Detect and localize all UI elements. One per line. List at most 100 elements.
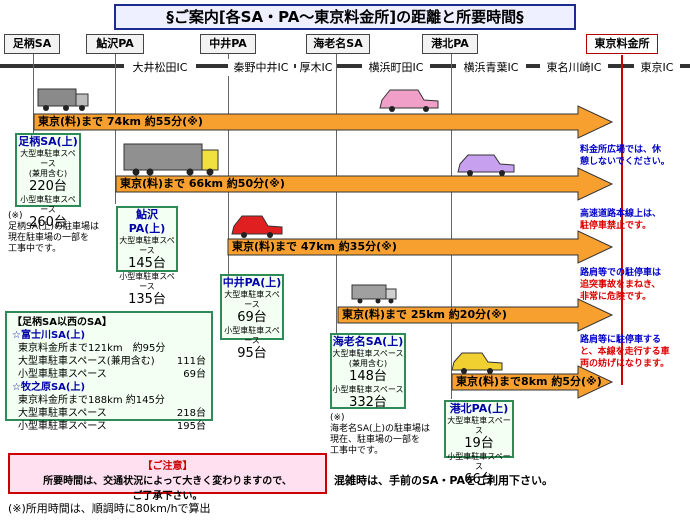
note-line: 現在、駐車場の一部を: [330, 435, 421, 445]
fujikawa-large-row: 大型車駐車スペース(兼用含む) 111台: [12, 355, 206, 368]
small-space-count: 260台: [29, 215, 67, 230]
row-count: 195台: [176, 421, 206, 432]
stop-ashigara-sa: 足柄SA: [4, 34, 60, 54]
small-space-label: 小型車駐車スペース: [20, 195, 76, 214]
stop-ayusawa-pa: 鮎沢PA: [86, 34, 144, 54]
car-icon-3: [231, 215, 283, 238]
large-space-label: 大型車駐車スペース: [332, 349, 404, 358]
note-line: 工事中です。: [8, 244, 62, 254]
route-arrow-4: [337, 298, 614, 332]
caution-line: 所要時間は、交通状況によって大きく変わりますので、: [43, 476, 292, 487]
fujikawa-sa-name: ☆富士川SA(上): [12, 330, 86, 341]
warning-line: 駐停車禁止です。: [580, 221, 652, 231]
stop-ebina-sa: 海老名SA: [306, 34, 370, 54]
stop-nakai-pa: 中井PA: [200, 34, 256, 54]
truck-icon-1: [37, 88, 89, 111]
sa-name: 港北PA(上): [449, 402, 509, 415]
warning-line: 憩しないでください。: [580, 157, 670, 167]
warning-line: 路肩等に駐停車する: [580, 335, 662, 345]
stop-tick-nakai: [228, 54, 229, 284]
route-label-1: 東京(料)まで 74km 約55分(※): [38, 115, 203, 128]
page-title: §ご案内[各SA・PA～東京料金所]の距離と所要時間§: [114, 4, 576, 30]
west-sa-list: 【足柄SA以西のSA】 ☆富士川SA(上) 東京料金所まで121km 約95分 …: [5, 311, 213, 432]
small-space-label: 小型車駐車スペース: [119, 272, 175, 291]
row-label: 大型車駐車スペース: [18, 408, 107, 419]
truck-icon-2: [123, 143, 219, 176]
large-space-label: 大型車駐車スペース: [119, 236, 175, 255]
warning-shoulder-danger: 路肩等での駐停車は 追突事故をまねき、 非常に危険です。: [580, 267, 688, 303]
route-label-2: 東京(料)まで 66km 約50分(※): [120, 177, 285, 190]
route-arrow-5: [451, 365, 614, 399]
caution-box: 【ご注意】 所要時間は、交通状況によって大きく変わりますので、 ご了承下さい。: [8, 453, 327, 502]
stop-kohoku-pa: 港北PA: [422, 34, 478, 54]
route-label-3: 東京(料)まで 47km 約35分(※): [232, 240, 397, 253]
small-space-count: 95台: [237, 346, 267, 361]
makinohara-distance: 東京料金所まで188km 約145分: [18, 395, 165, 406]
large-space-count: 145台: [128, 256, 166, 271]
large-space-count: 220台: [29, 179, 67, 194]
large-space-count: 148台: [349, 369, 387, 384]
small-space-label: 小型車駐車スペース: [224, 326, 280, 345]
row-label: 小型車駐車スペース: [18, 421, 107, 432]
ic-tokyo: 東京IC: [634, 59, 680, 76]
large-space-count: 19台: [464, 436, 494, 451]
large-space-label: 大型車駐車スペース: [20, 149, 76, 168]
warning-line: 両の妨げになります。: [580, 359, 670, 369]
ic-yokohamamachida: 横浜町田IC: [362, 59, 430, 76]
row-label: 大型車駐車スペース(兼用含む): [18, 356, 155, 367]
warning-line: 路肩等での駐停車は: [580, 268, 662, 278]
footer-note: (※)所用時間は、順調時に80km/hで算出: [8, 502, 211, 515]
ic-tomeikawasaki: 東名川崎IC: [540, 59, 608, 76]
small-space-count: 332台: [349, 395, 387, 410]
caution-title: 【ご注意】: [142, 461, 193, 472]
note-line: 足柄SA(上)の駐車場は: [8, 222, 100, 232]
crowded-note: 混雑時は、手前のSA・PAをご利用下さい。: [334, 474, 553, 487]
ic-atsugi: 厚木IC: [296, 59, 336, 76]
ashigara-construction-note: (※) 足柄SA(上)の駐車場は 現在駐車場の一部を 工事中です。: [8, 211, 108, 255]
warning-line: 高速道路本線上は、: [580, 209, 662, 219]
ic-hadanonakai: 秦野中井IC: [228, 59, 294, 76]
ic-oimatsuda: 大井松田IC: [124, 59, 196, 76]
note-line: 工事中です。: [330, 446, 384, 456]
fujikawa-distance: 東京料金所まで121km 約95分: [18, 343, 166, 354]
sa-name: 中井PA(上): [222, 276, 282, 289]
warning-line: 料金所広場では、休: [580, 145, 662, 155]
route-arrow-1: [33, 105, 614, 139]
small-space-count: 66台: [464, 472, 494, 487]
sa-box-kohoku: 港北PA(上) 大型車駐車スペース 19台 小型車駐車スペース 66台: [444, 400, 514, 487]
large-space-label: 大型車駐車スペース: [224, 290, 280, 309]
warning-line: と、本線を走行する車: [580, 347, 670, 357]
row-count: 218台: [176, 408, 206, 419]
large-space-label: 大型車駐車スペース: [447, 416, 511, 435]
ebina-construction-note: (※) 海老名SA(上)の駐車場は 現在、駐車場の一部を 工事中です。: [330, 413, 442, 457]
row-label: 小型車駐車スペース: [18, 369, 107, 380]
sa-box-ebina: 海老名SA(上) 大型車駐車スペース (兼用含む) 148台 小型車駐車スペース…: [330, 333, 406, 410]
highway-road: [0, 64, 690, 68]
sa-name: 鮎沢PA(上): [128, 208, 166, 235]
large-space-sub: (兼用含む): [348, 359, 388, 368]
note-line: (※): [330, 413, 345, 423]
sa-box-nakai: 中井PA(上) 大型車駐車スペース 69台 小型車駐車スペース 95台: [220, 274, 284, 361]
warning-no-rest-at-tollgate: 料金所広場では、休 憩しないでください。: [580, 144, 688, 168]
note-line: 現在駐車場の一部を: [8, 233, 90, 243]
warning-line: 非常に危険です。: [580, 292, 652, 302]
route-label-5: 東京(料)まで8km 約5分(※): [456, 375, 602, 388]
warning-line: 追突事故をまねき、: [580, 280, 661, 290]
note-line: 海老名SA(上)の駐車場は: [330, 424, 431, 434]
small-space-label: 小型車駐車スペース: [447, 452, 511, 471]
tokyo-tollgate-line: [621, 55, 623, 385]
sa-box-ayusawa: 鮎沢PA(上) 大型車駐車スペース 145台 小型車駐車スペース 135台: [116, 206, 178, 307]
ic-yokohamaaoba: 横浜青葉IC: [456, 59, 526, 76]
makinohara-small-row: 小型車駐車スペース 195台: [12, 420, 206, 433]
large-space-sub: (兼用含む): [28, 169, 68, 178]
sa-box-ashigara: 足柄SA(上) 大型車駐車スペース (兼用含む) 220台 小型車駐車スペース …: [15, 133, 81, 230]
west-list-title: 【足柄SA以西のSA】: [12, 317, 112, 328]
stop-tick-ashigara: [33, 54, 34, 144]
row-count: 69台: [183, 369, 206, 380]
car-icon-1: [379, 89, 439, 112]
stop-tokyo-tollgate: 東京料金所: [586, 34, 658, 54]
caution-line: ご了承下さい。: [132, 491, 203, 502]
truck-icon-3: [351, 284, 397, 304]
warning-shoulder-obstruction: 路肩等に駐停車する と、本線を走行する車 両の妨げになります。: [580, 334, 688, 370]
